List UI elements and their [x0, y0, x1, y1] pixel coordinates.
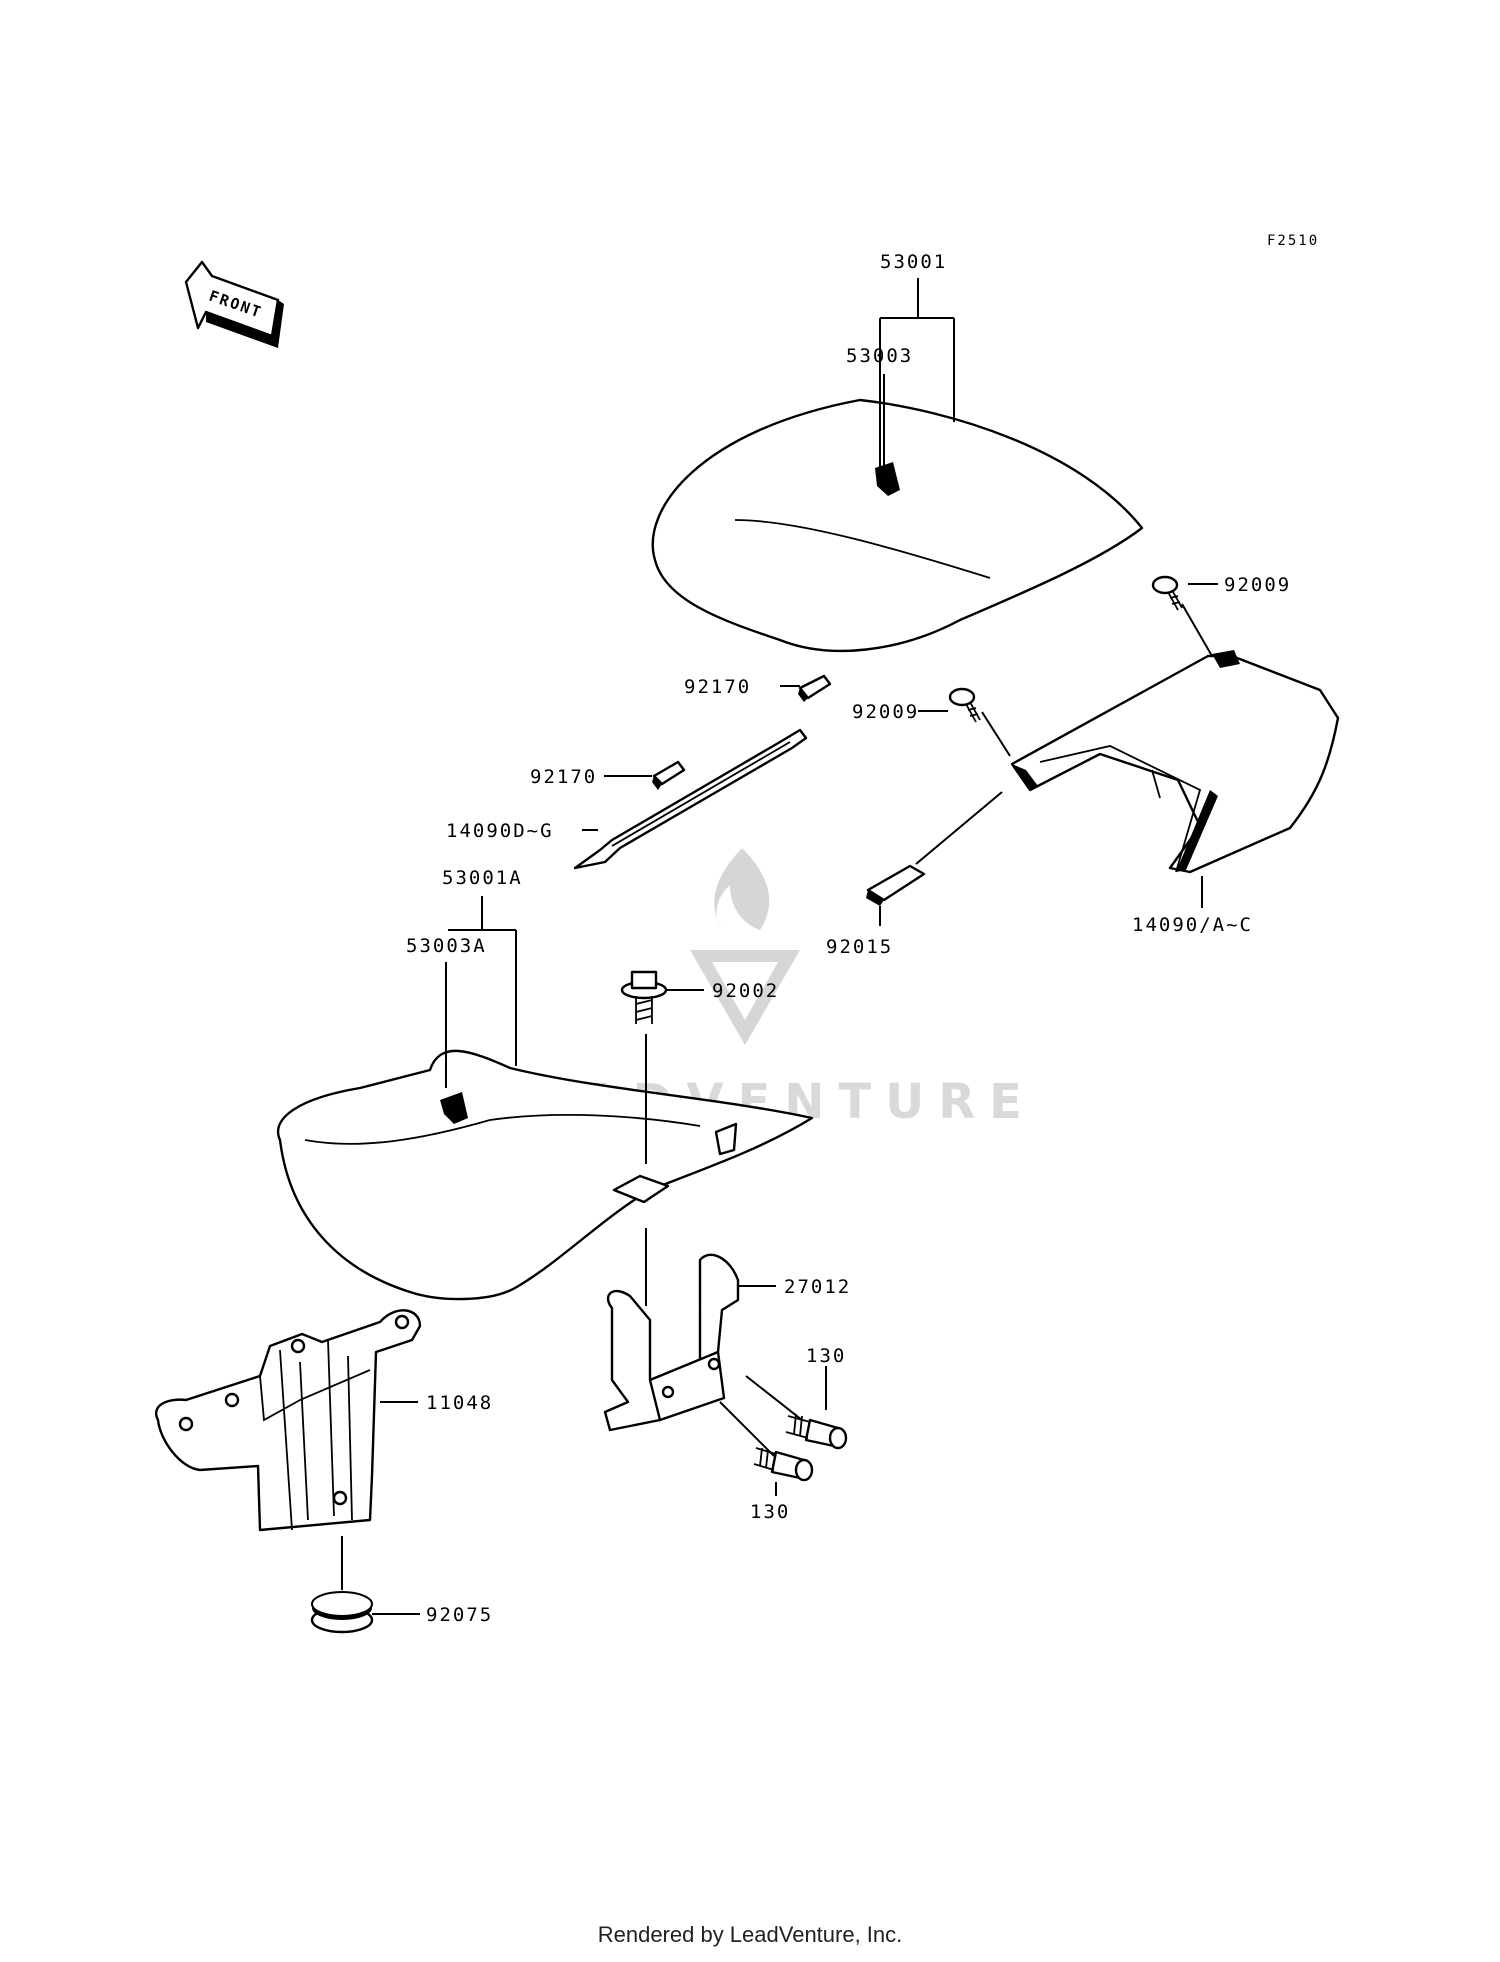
callout-130-upper: 130 [806, 1345, 846, 1367]
callout-11048: 11048 [426, 1392, 493, 1414]
callout-92009-lower: 92009 [852, 701, 919, 723]
bolt-92002-icon [620, 970, 668, 1024]
clip-92170-upper-icon [798, 674, 832, 702]
callout-130-lower: 130 [750, 1501, 790, 1523]
leader-lines [341, 278, 1218, 1615]
screw-92009-upper-icon [1151, 575, 1183, 611]
clip-92170-lower-icon [652, 760, 686, 790]
callout-92009-upper: 92009 [1224, 574, 1291, 596]
grommet-92075-icon [310, 1591, 374, 1634]
trim-strip [573, 728, 808, 870]
callout-92170-lower: 92170 [530, 766, 597, 788]
callout-53001: 53001 [880, 251, 947, 273]
clip-92015-icon [866, 864, 926, 906]
front-arrow-icon: FRONT [184, 260, 284, 348]
bolt-130-lower-icon [753, 1447, 814, 1482]
seat-stay-11048 [155, 1309, 422, 1532]
callout-92015: 92015 [826, 936, 893, 958]
bracket-27012 [603, 1253, 740, 1432]
callout-27012: 27012 [784, 1276, 851, 1298]
render-credit: Rendered by LeadVenture, Inc. [597, 1922, 903, 1947]
front-seat [277, 1049, 814, 1301]
rear-seat [651, 398, 1144, 653]
callout-92170-upper: 92170 [684, 676, 751, 698]
figure-code: F2510 [1267, 233, 1319, 249]
bolt-130-upper-icon [785, 1413, 848, 1450]
callout-92002: 92002 [712, 980, 779, 1002]
tail-cover [1010, 650, 1340, 874]
callout-53001a: 53001A [442, 867, 523, 889]
callout-53003: 53003 [846, 345, 913, 367]
screw-92009-lower-icon [948, 687, 981, 723]
callout-14090d-g: 14090D~G [446, 820, 554, 842]
callout-92075: 92075 [426, 1604, 493, 1626]
callout-14090-a-c: 14090/A~C [1132, 914, 1253, 936]
callout-53003a: 53003A [406, 935, 487, 957]
